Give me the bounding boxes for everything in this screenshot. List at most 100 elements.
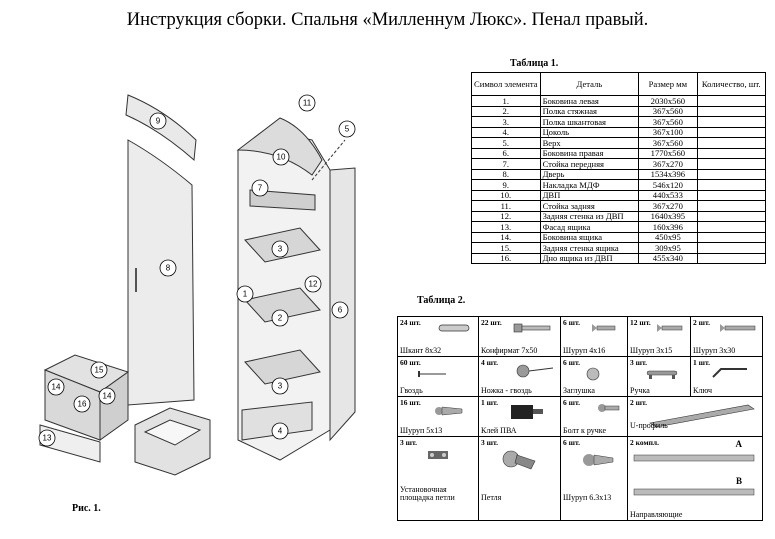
part-qty [696,126,767,138]
hardware-name: Шуруп 3х15 [630,346,673,355]
part-size: 450х95 [638,231,698,243]
part-size: 367х100 [638,126,698,138]
callout-15: 15 [95,366,104,375]
part-size: 367х270 [638,158,698,170]
assembly-drawing: 1 2 3 3 4 5 6 7 8 9 10 11 12 13 14 14 15… [38,94,356,476]
part-size: 309х95 [638,242,698,254]
hardware-qty: 2 компл. [630,438,659,447]
row-number: 14. [471,231,541,243]
hardware-qty: 2 шт. [630,398,647,407]
part-size: 455х340 [638,252,698,264]
screw-icon [583,454,614,466]
hardware-name: Заглушка [563,386,595,395]
hardware-cell: 2 шт. U-профиль [627,396,763,437]
page-title: Инструкция сборки. Спальня «Милленнум Лю… [126,10,649,30]
callout-3a: 3 [278,245,283,254]
callout-2: 2 [278,314,283,323]
hardware-table: 24 шт. Шкант 8х32 22 шт. Конфирмат 7х50 … [397,316,763,521]
hardware-cell: 3 шт. Установочная площадка петли [397,436,479,521]
hardware-cell: 16 шт. Шуруп 5х13 [397,396,479,437]
figure-caption: Рис. 1. [72,503,101,514]
hinge-plate-icon [428,451,448,459]
part-size: 1534х396 [638,168,698,180]
row-number: 8. [471,168,541,180]
hardware-cell: 4 шт. Ножка - гвоздь [478,356,561,397]
row-number: 11. [471,200,541,212]
hardware-cell: 6 шт. Шуруп 4х16 [560,316,628,357]
part-name: Цоколь [539,126,640,138]
hardware-name: Шуруп 3х30 [693,346,736,355]
parts-table: Символ элемента Деталь Размер мм Количес… [471,72,767,264]
callout-11: 11 [303,99,312,108]
part-name: Боковина правая [539,147,640,159]
part-name: Боковина левая [539,95,640,107]
hardware-cell: 60 шт. Гвоздь [397,356,479,397]
part-qty [696,105,767,117]
hardware-qty: 22 шт. [481,318,502,327]
hardware-name: Болт к ручке [563,426,607,435]
hardware-cell: 3 шт. Петля [478,436,561,521]
row-number: 3. [471,116,541,128]
table-row: 60 шт. Гвоздь 4 шт. Ножка - гвоздь 6 шт.… [397,356,763,397]
hardware-name: Направляющие [630,510,683,519]
part-qty [696,158,767,170]
screw-icon [720,324,756,332]
hardware-qty: 6 шт. [563,318,580,327]
callout-1: 1 [243,290,248,299]
hardware-qty: 1 шт. [693,358,710,367]
table-row: 16 шт. Шуруп 5х13 1 шт. Клей ПВА 6 шт. Б… [397,396,763,437]
hinge-icon [502,450,536,470]
hardware-name: Клей ПВА [481,426,517,435]
part-name: Дверь [539,168,640,180]
hardware-cell: 1 шт. Клей ПВА [478,396,561,437]
row-number: 5. [471,137,541,149]
row-number: 1. [471,95,541,107]
rail-label-a: А [735,439,743,449]
part-name: Полка шкантовая [539,116,640,128]
table1-caption: Таблица 1. [510,58,559,69]
part-qty [696,200,767,212]
part-qty [696,179,767,191]
part-qty [696,137,767,149]
row-number: 2. [471,105,541,117]
handle-icon [646,370,678,379]
row-number: 10. [471,189,541,201]
header-symbol: Символ элемента [471,72,541,96]
hardware-cell: 6 шт. Шуруп 6.3х13 [560,436,628,521]
row-number: 7. [471,158,541,170]
part-name: ДВП [539,189,640,201]
hardware-qty: 3 шт. [400,438,417,447]
part-qty [696,189,767,201]
part-name: Задняя стенка из ДВП [539,210,640,222]
hardware-name: Шкант 8х32 [400,346,442,355]
hardware-qty: 3 шт. [481,438,498,447]
table-row: 24 шт. Шкант 8х32 22 шт. Конфирмат 7х50 … [397,316,763,357]
glue-icon [511,405,543,419]
hardware-qty: 60 шт. [400,358,421,367]
callout-13: 13 [43,434,52,443]
hardware-name: Установочная площадка петли [400,485,455,502]
u-profile-icon [649,404,755,428]
part-size: 367х560 [638,137,698,149]
row-number: 12. [471,210,541,222]
hardware-cell: 12 шт. Шуруп 3х15 [627,316,691,357]
table-row: 3 шт. Установочная площадка петли 3 шт. … [397,436,763,521]
callout-6: 6 [338,306,343,315]
hardware-name: Шуруп 6.3х13 [563,493,612,502]
drawer-rail-icon [633,454,755,462]
callout-3b: 3 [278,382,283,391]
part-size: 546х120 [638,179,698,191]
part-qty [696,147,767,159]
leg-nail-icon [516,364,554,378]
callout-7: 7 [258,184,263,193]
callout-10: 10 [277,153,286,162]
